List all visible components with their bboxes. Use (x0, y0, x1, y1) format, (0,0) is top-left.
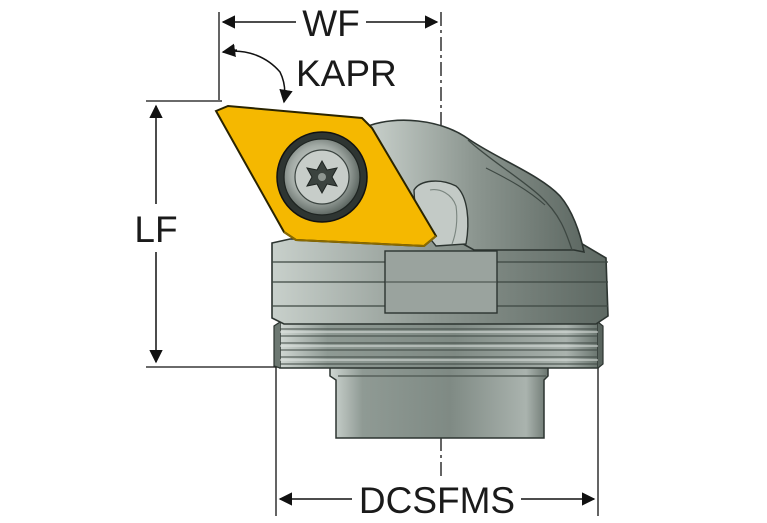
cutting-insert (214, 104, 438, 248)
threaded-coupling (273, 321, 604, 369)
dcsfms-label: DCSFMS (359, 480, 515, 521)
dcsfms-dimension: DCSFMS (278, 480, 596, 521)
lf-label: LF (134, 209, 177, 250)
lf-dimension: LF (134, 104, 178, 364)
wf-label: WF (302, 3, 360, 44)
kapr-label: KAPR (296, 53, 397, 94)
lower-shank (329, 363, 549, 439)
wf-dimension: WF (221, 3, 439, 44)
kapr-dimension: KAPR (221, 43, 397, 104)
tool-collar (271, 238, 609, 325)
